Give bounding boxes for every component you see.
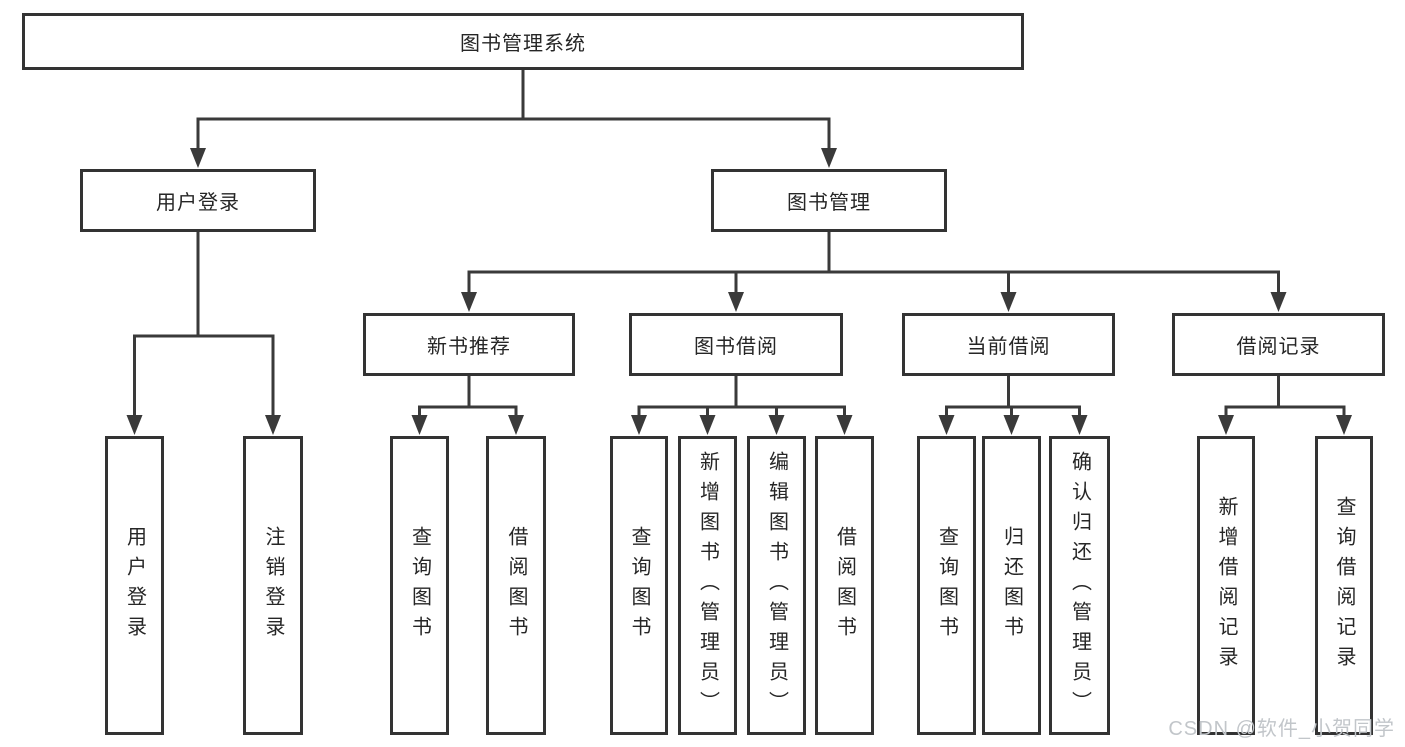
node-library-management-system: 图书管理系统 (22, 13, 1024, 70)
leaf-user-login: 用户登录 (105, 436, 164, 735)
leaf-add-books-admin: 新增图书（管理员） (678, 436, 737, 735)
leaf-confirm-return-admin: 确认归还（管理员） (1049, 436, 1110, 735)
leaf-return-books: 归还图书 (982, 436, 1041, 735)
node-user-login: 用户登录 (80, 169, 316, 232)
leaf-add-borrow-record: 新增借阅记录 (1197, 436, 1255, 735)
node-borrowing-records: 借阅记录 (1172, 313, 1385, 376)
leaf-query-books-borrowing: 查询图书 (610, 436, 668, 735)
node-new-book-recommendation: 新书推荐 (363, 313, 575, 376)
leaf-borrow-books: 借阅图书 (815, 436, 874, 735)
leaf-query-borrow-record: 查询借阅记录 (1315, 436, 1373, 735)
leaf-edit-books-admin: 编辑图书（管理员） (747, 436, 806, 735)
node-book-borrowing: 图书借阅 (629, 313, 843, 376)
leaf-query-books-current: 查询图书 (917, 436, 976, 735)
leaf-query-books-recommend: 查询图书 (390, 436, 449, 735)
watermark: CSDN @软件_小贺同学 (1168, 718, 1395, 740)
node-book-management: 图书管理 (711, 169, 947, 232)
leaf-logout: 注销登录 (243, 436, 303, 735)
leaf-borrow-books-recommend: 借阅图书 (486, 436, 546, 735)
node-current-borrowing: 当前借阅 (902, 313, 1115, 376)
